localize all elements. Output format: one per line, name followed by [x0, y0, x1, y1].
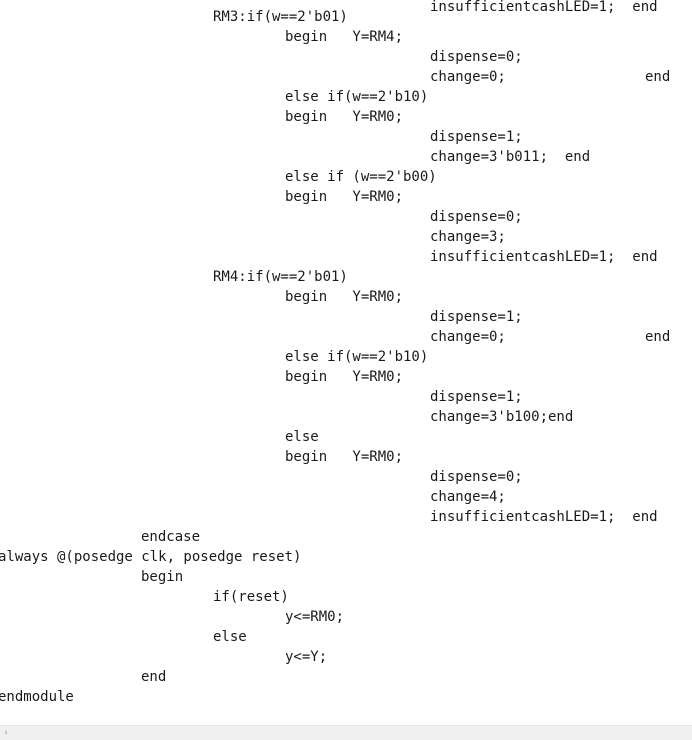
code-line: dispense=0;	[430, 469, 523, 485]
code-line: always @(posedge clk, posedge reset)	[0, 549, 302, 565]
code-line: change=3'b011; end	[430, 149, 591, 165]
code-line: dispense=1;	[430, 129, 523, 145]
code-line: begin Y=RM4;	[285, 29, 404, 45]
code-line: change=4;	[430, 489, 506, 505]
code-line: end	[141, 669, 167, 685]
code-line: change=3'b100;end	[430, 409, 574, 425]
code-line: dispense=1;	[430, 309, 523, 325]
code-line: else if(w==2'b10)	[285, 89, 429, 105]
code-line: endcase	[141, 529, 201, 545]
code-line: dispense=0;	[430, 49, 523, 65]
code-line: end	[645, 69, 671, 85]
code-line: begin Y=RM0;	[285, 449, 404, 465]
code-line: begin Y=RM0;	[285, 109, 404, 125]
code-line: dispense=0;	[430, 209, 523, 225]
code-line: RM3:if(w==2'b01)	[213, 9, 348, 25]
code-line: else	[285, 429, 319, 445]
code-line: else if (w==2'b00)	[285, 169, 437, 185]
code-line: begin Y=RM0;	[285, 369, 404, 385]
code-line: endmodule	[0, 689, 74, 705]
code-line: else	[213, 629, 247, 645]
code-line: dispense=1;	[430, 389, 523, 405]
code-line: end	[645, 329, 671, 345]
code-line: begin	[141, 569, 184, 585]
code-line: insufficientcashLED=1; end	[430, 0, 658, 15]
code-line: change=3;	[430, 229, 506, 245]
code-line: y<=RM0;	[285, 609, 345, 625]
code-line: RM4:if(w==2'b01)	[213, 269, 348, 285]
horizontal-scrollbar[interactable]: ‹	[0, 725, 692, 740]
code-line: change=0;	[430, 69, 506, 85]
code-line: y<=Y;	[285, 649, 328, 665]
code-line: if(reset)	[213, 589, 289, 605]
scroll-left-icon[interactable]: ‹	[4, 728, 8, 738]
code-line: insufficientcashLED=1; end	[430, 509, 658, 525]
code-line: else if(w==2'b10)	[285, 349, 429, 365]
code-line: change=0;	[430, 329, 506, 345]
code-line: begin Y=RM0;	[285, 289, 404, 305]
code-line: insufficientcashLED=1; end	[430, 249, 658, 265]
code-line: begin Y=RM0;	[285, 189, 404, 205]
